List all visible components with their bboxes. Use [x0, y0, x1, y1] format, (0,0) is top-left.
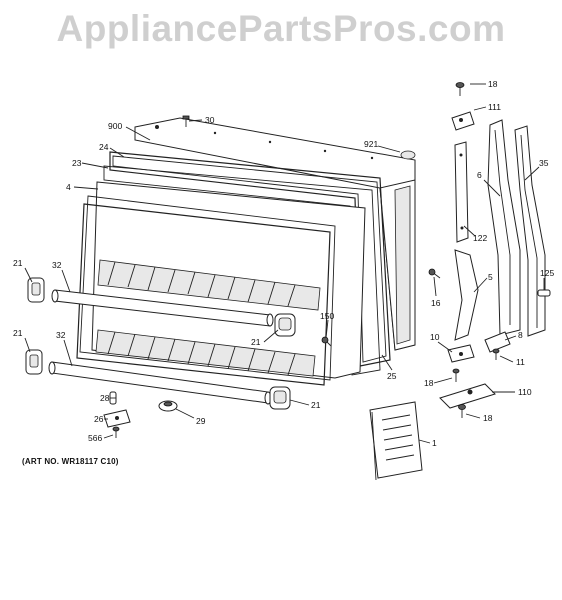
hinge-110 — [439, 383, 496, 409]
shelf-cap-left-lower — [25, 349, 43, 375]
callout-921: 921 — [364, 139, 378, 149]
callout-5: 5 — [488, 272, 493, 282]
callout-18: 18 — [488, 79, 498, 89]
door-outer-panel — [134, 117, 416, 351]
handle-trim-35 — [514, 125, 546, 337]
plug-921 — [400, 150, 416, 160]
callout-566: 566 — [88, 433, 102, 443]
callout-21: 21 — [251, 337, 261, 347]
callout-11: 11 — [516, 357, 525, 367]
watermark-text: AppliancePartsPros.com — [56, 8, 506, 49]
callout-6: 6 — [477, 170, 482, 180]
callout-26: 26 — [94, 414, 104, 424]
callout-8: 8 — [518, 330, 523, 340]
callout-111: 111 — [488, 102, 501, 112]
callout-18: 18 — [424, 378, 434, 388]
breaker-strip — [103, 165, 381, 376]
shelf-cap-right-upper — [274, 313, 296, 337]
callout-18: 18 — [483, 413, 493, 423]
callout-125: 125 — [540, 268, 554, 278]
hinge-support-122 — [454, 141, 469, 243]
callout-10: 10 — [430, 332, 440, 342]
door-handle-6 — [487, 119, 521, 336]
callout-29: 29 — [196, 416, 206, 426]
callout-35: 35 — [539, 158, 549, 168]
callout-150: 150 — [320, 311, 334, 321]
hinge-cover-5 — [454, 249, 479, 341]
screw-18-top — [455, 82, 465, 96]
art-number: (ART NO. WR18117 C10) — [22, 457, 119, 466]
shelf-bar-lower — [48, 361, 272, 405]
callout-21: 21 — [13, 258, 23, 268]
shelf-cap-left-upper — [27, 277, 45, 303]
callout-16: 16 — [431, 298, 441, 308]
screw-566 — [112, 426, 120, 438]
callout-21: 21 — [13, 328, 23, 338]
door-liner — [76, 181, 366, 386]
callout-25: 25 — [387, 371, 397, 381]
callout-32: 32 — [52, 260, 62, 270]
callout-900: 900 — [108, 121, 122, 131]
screw-18-bottom — [458, 404, 466, 418]
screw-18-mid — [452, 368, 460, 382]
callout-122: 122 — [473, 233, 487, 243]
screw-150 — [321, 336, 332, 347]
shelf-cap-right-lower — [269, 386, 291, 410]
shelf-bar-upper — [51, 289, 274, 327]
callout-1: 1 — [432, 438, 437, 448]
screw-30 — [182, 115, 190, 127]
screw-11 — [492, 348, 500, 360]
callout-4: 4 — [66, 182, 71, 192]
callout-110: 110 — [518, 387, 532, 397]
screw-16 — [428, 268, 441, 279]
handle-bracket-8 — [484, 331, 511, 353]
stop-10 — [447, 344, 475, 363]
callout-21: 21 — [311, 400, 321, 410]
callout-24: 24 — [99, 142, 109, 152]
hinge-cap-111 — [451, 111, 475, 131]
roller-29 — [158, 400, 178, 412]
owners-manual-1 — [369, 401, 423, 481]
callout-32: 32 — [56, 330, 66, 340]
plug-125 — [537, 289, 551, 297]
callout-23: 23 — [72, 158, 82, 168]
bracket-26 — [103, 409, 131, 428]
leader-lines — [24, 83, 545, 444]
callout-28: 28 — [100, 393, 110, 403]
callout-30: 30 — [205, 115, 215, 125]
